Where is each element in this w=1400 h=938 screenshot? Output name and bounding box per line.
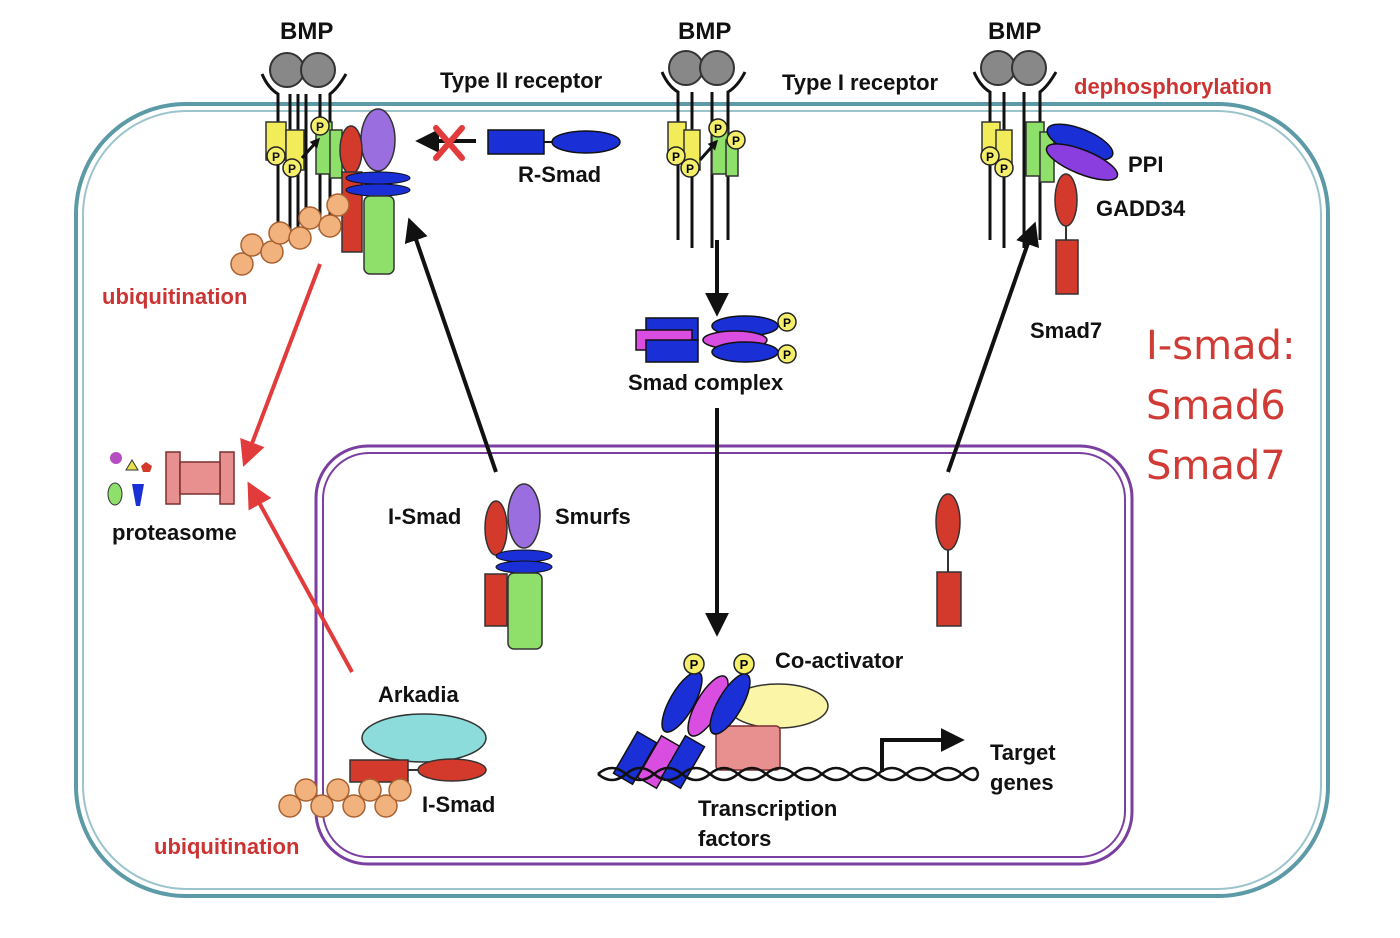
left-receptor-complex: P P P [230,52,411,276]
ubiquitination-label-bottom: ubiquitination [154,834,300,859]
smad7-shape [1055,239,1079,295]
arrow-smurf-export [404,217,498,473]
transcription-start-arrow [880,728,965,772]
right-receptor-complex: P P [972,50,1119,295]
arkadia-label: Arkadia [378,682,459,707]
bmp-label-right: BMP [988,18,1042,45]
svg-text:P: P [288,162,296,176]
smad-complex-shape: P P [635,312,797,364]
svg-text:P: P [740,657,749,672]
smurf-bound [360,108,396,172]
block-x-icon [433,125,465,161]
ubiquitin-chain-bottom [278,778,412,818]
smad-complex-label: Smad complex [628,370,784,395]
annotation-line-3: Smad7 [1146,443,1286,489]
transcription-factors-label-line2: factors [698,826,772,851]
i-smad-label-bottom: I-Smad [422,792,496,817]
gadd34-label: GADD34 [1096,196,1186,221]
bmp-label-left: BMP [280,18,334,45]
nuclear-i-smad-right [935,493,962,627]
annotation-line-2: Smad6 [1146,383,1286,429]
transcription-factors-label-line1: Transcription [698,796,838,821]
smad7-label: Smad7 [1030,318,1103,343]
svg-text:P: P [732,134,740,148]
r-smad-label: R-Smad [518,162,602,187]
i-smad-label-nuclear: I-Smad [388,504,462,529]
co-activator-label: Co-activator [775,648,904,673]
dna-strand [597,766,980,782]
bmp-label-center: BMP [678,18,732,45]
svg-text:P: P [1000,162,1008,176]
svg-text:P: P [690,657,699,672]
svg-text:P: P [714,122,722,136]
arkadia-complex [278,713,487,818]
target-genes-label-line2: genes [990,770,1054,795]
svg-text:P: P [783,348,791,362]
bmp-ligand-left-2 [300,52,336,88]
proteasome-icon [107,451,235,506]
ubiquitination-label-top: ubiquitination [102,284,248,309]
gadd34-shape [1045,143,1119,181]
annotation-line-1: I-smad: [1146,323,1296,369]
svg-text:P: P [686,162,694,176]
i-smad-annotation: I-smad: Smad6 Smad7 [1146,316,1366,496]
center-receptor-complex: P P P P [660,50,747,248]
cell-membrane-inner [82,110,1322,890]
red-arrow-bottom [247,481,354,673]
svg-text:P: P [986,150,994,164]
arrow-smad7-export [946,221,1039,473]
type-ii-receptor-label: Type II receptor [440,68,603,93]
ubiquitin-chain-top [230,193,350,276]
proteasome-label: proteasome [112,520,237,545]
nuclear-membrane [314,444,1134,866]
bmp-ligand-left-1 [269,52,305,88]
nuclear-membrane-inner [322,452,1126,858]
arkadia-shape [361,713,487,763]
red-arrow-top [240,263,322,467]
cell-membrane [74,102,1330,898]
target-genes-label-line1: Target [990,740,1056,765]
svg-text:P: P [783,316,791,330]
type-i-receptor-label: Type I receptor [782,70,939,95]
dephosphorylation-label: dephosphorylation [1074,74,1272,99]
ppi-label: PPI [1128,152,1164,177]
i-smad-smurf-complex [484,483,553,650]
svg-text:P: P [272,150,280,164]
svg-text:P: P [316,120,324,134]
svg-text:P: P [672,150,680,164]
r-smad-shape [487,129,621,155]
smurfs-label: Smurfs [555,504,631,529]
